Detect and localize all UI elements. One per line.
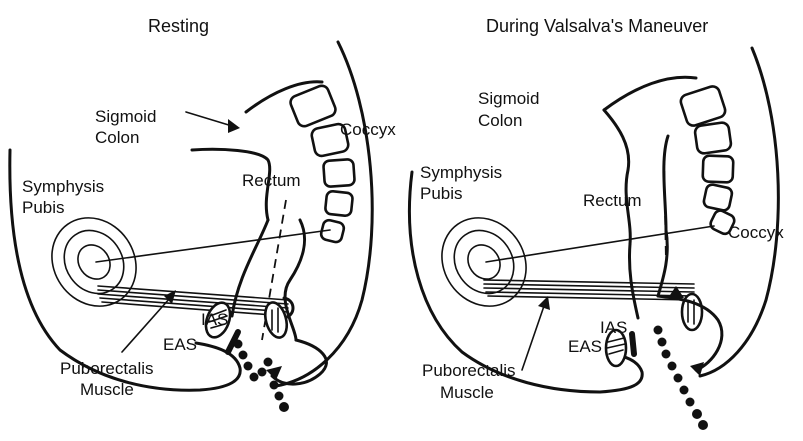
bead-chain bbox=[234, 340, 290, 413]
puborectalis-band bbox=[98, 286, 293, 318]
label-sigmoid-colon-2: Colon bbox=[95, 128, 139, 147]
symphysis-pubis bbox=[425, 201, 543, 322]
label-sigmoid-colon: Sigmoid bbox=[478, 89, 539, 108]
label-symphysis: Symphysis bbox=[420, 163, 502, 182]
label-coccyx: Coccyx bbox=[728, 223, 784, 242]
label-eas: EAS bbox=[163, 335, 197, 354]
rectum-wall-posterior bbox=[285, 220, 305, 340]
loop-arrowhead-lower bbox=[690, 362, 704, 376]
label-puborectalis: Puborectalis bbox=[422, 361, 516, 380]
label-muscle: Muscle bbox=[440, 383, 494, 402]
panel-resting: Resting bbox=[10, 16, 396, 412]
panel-title-resting: Resting bbox=[148, 16, 209, 36]
label-eas: EAS bbox=[568, 337, 602, 356]
label-sigmoid-colon-2: Colon bbox=[478, 111, 522, 130]
loop-arrowhead bbox=[266, 366, 282, 380]
coccyx-bones bbox=[679, 85, 736, 236]
arrow-sigmoid-head bbox=[228, 119, 240, 133]
label-sigmoid-colon: Sigmoid bbox=[95, 107, 156, 126]
label-coccyx: Coccyx bbox=[340, 120, 396, 139]
label-muscle: Muscle bbox=[80, 380, 134, 399]
panel-valsalva: During Valsalva's Maneuver bbox=[409, 16, 784, 430]
label-ias: IAS bbox=[600, 318, 627, 337]
arrow-puborectalis-head bbox=[538, 296, 550, 310]
label-rectum: Rectum bbox=[242, 171, 301, 190]
label-ias: IAS bbox=[201, 310, 228, 329]
anorectal-axis bbox=[664, 156, 666, 262]
arrow-puborectalis bbox=[522, 306, 544, 370]
panel-title-valsalva: During Valsalva's Maneuver bbox=[486, 16, 708, 36]
ias-muscle bbox=[632, 334, 634, 354]
arrow-sigmoid bbox=[186, 112, 232, 126]
label-pubis: Pubis bbox=[420, 184, 463, 203]
bead-chain bbox=[654, 326, 709, 431]
label-rectum: Rectum bbox=[583, 191, 642, 210]
coccyx-bones bbox=[288, 84, 354, 244]
label-pubis: Pubis bbox=[22, 198, 65, 217]
rectum-wall-anterior bbox=[629, 244, 638, 318]
label-symphysis: Symphysis bbox=[22, 177, 104, 196]
rectum-upper-posterior bbox=[664, 136, 668, 230]
label-puborectalis: Puborectalis bbox=[60, 359, 154, 378]
sigmoid-colon-inner bbox=[604, 110, 630, 244]
